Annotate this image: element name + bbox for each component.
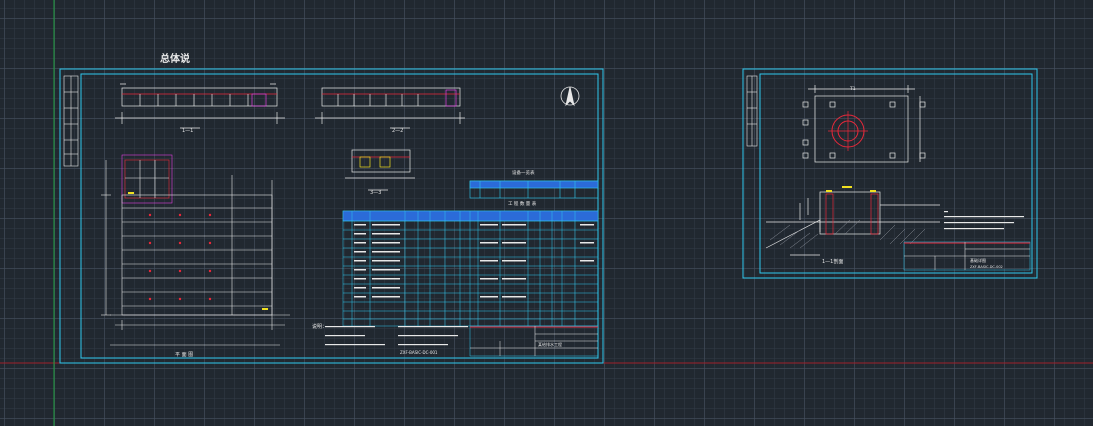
small-table-title: 设备一览表 <box>512 169 535 176</box>
detail-3-3-label: 3—3 <box>370 190 381 196</box>
main-title-block-name: 某给排水工程 <box>538 341 562 347</box>
detail-3-3 <box>345 149 415 191</box>
main-sheet-title: 总体说 <box>160 54 190 65</box>
plan-yellow-marks <box>128 192 268 310</box>
section-2-2 <box>315 87 465 129</box>
side-sheet-inner-border <box>759 73 1033 274</box>
section-1-1-label: 1—1 <box>182 128 193 134</box>
side-title-block-name: 基础详图 <box>970 257 986 263</box>
plan-view <box>101 154 290 346</box>
plan-label: 平 面 图 <box>175 352 193 358</box>
plan-markers <box>148 213 212 301</box>
side-sheet-outer-border <box>742 68 1038 279</box>
foundation-plan <box>802 85 926 163</box>
side-notes-marks <box>944 211 1024 230</box>
main-title-block <box>469 325 599 357</box>
side-sheet: T1 1—1剖面 <box>742 68 1038 279</box>
foundation-yellow-marks <box>826 186 876 192</box>
binding-strip <box>63 75 79 167</box>
side-binding-strip <box>746 75 758 147</box>
foundation-hatch <box>769 219 926 249</box>
main-sheet: 1—1 2—2 3—3 <box>59 68 604 364</box>
notes-label: 说明： <box>312 323 327 330</box>
section-2-2-label: 2—2 <box>392 128 403 134</box>
small-equipment-table <box>469 180 599 199</box>
side-title-block <box>903 241 1031 271</box>
notes-text-marks <box>325 326 468 346</box>
main-table-title: 工 程 数 量 表 <box>508 200 537 207</box>
north-arrow-icon <box>560 86 580 107</box>
section-1-1 <box>115 83 285 129</box>
foundation-section <box>765 191 940 256</box>
side-section-label: 1—1剖面 <box>822 258 843 265</box>
main-drawing-number: ZXF-BASIC-DC-001 <box>400 350 438 355</box>
quantity-table <box>342 210 599 327</box>
main-sheet-outer-border <box>59 68 604 364</box>
side-top-dimension: T1 <box>849 86 856 92</box>
quantity-table-text-marks <box>354 224 594 298</box>
side-drawing-number: ZXF-BASIC-DC-002 <box>970 265 1003 269</box>
